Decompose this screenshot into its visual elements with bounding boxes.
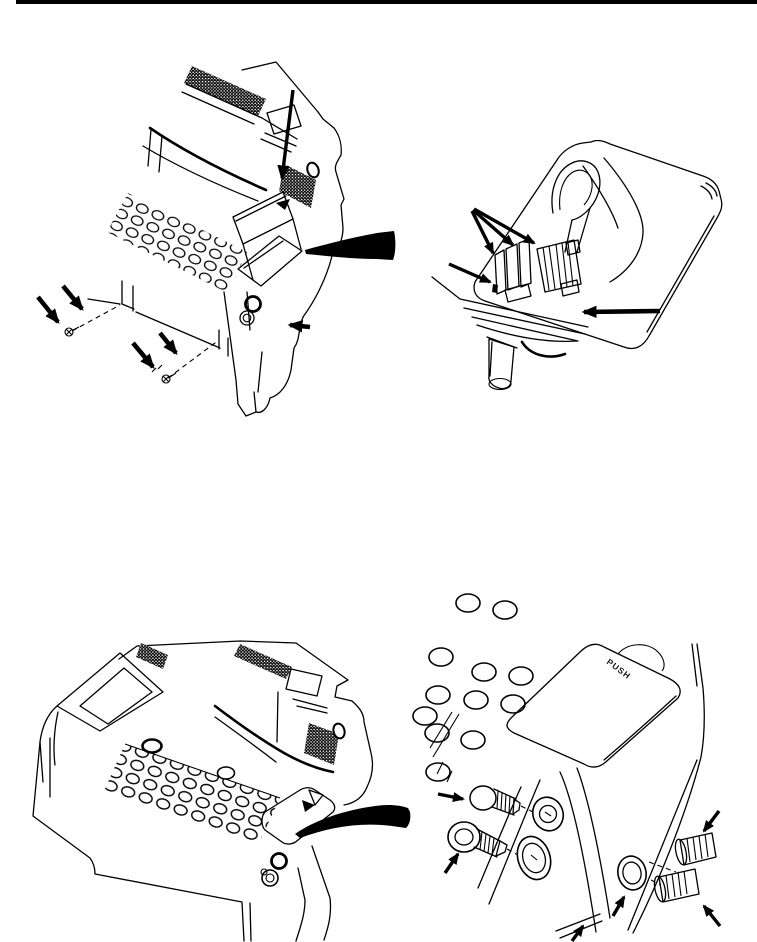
target-mark [492, 284, 498, 293]
cover-inner-curves [582, 157, 644, 283]
connector-boss-bnc [260, 868, 279, 887]
magnify-swoosh-bottom [295, 804, 411, 838]
page-top-rule [16, 0, 757, 4]
pennant-mark [308, 789, 324, 806]
right-edge [343, 700, 374, 806]
figure-cover-detail [431, 139, 723, 391]
callout-arrow-plug-lower [443, 852, 460, 874]
callout-arrow-fan-3 [473, 207, 536, 245]
body-outline [32, 741, 332, 942]
figure-console-rear-view [36, 61, 396, 417]
callout-arrow-plate [581, 305, 661, 319]
perforated-deck [104, 744, 280, 845]
cap-upper [674, 832, 717, 866]
callout-arrow-block [448, 262, 492, 284]
cowl-seam [213, 704, 335, 774]
perforation-holes [412, 593, 534, 782]
leader-caps [648, 861, 677, 886]
cowl-seam-2 [142, 128, 259, 202]
large-hole-2 [216, 766, 236, 780]
callout-arrow-fan-1 [470, 210, 495, 255]
mounting-screw-2 [161, 372, 177, 384]
top-opening [260, 104, 302, 153]
callout-arrow-screw-2b [158, 331, 178, 355]
callout-arrow-bottom-edge [570, 924, 585, 942]
right-edge [627, 643, 705, 934]
top-opening [285, 668, 328, 714]
jack-lower [516, 835, 552, 881]
jack-upper [531, 796, 565, 832]
figure-corner-detail: PUSH [412, 593, 722, 942]
access-panel [261, 787, 336, 845]
plug-upper [469, 785, 521, 816]
magnify-swoosh-top [305, 231, 396, 260]
connector-boss-bnc [239, 310, 255, 326]
cable-connectors [494, 238, 582, 303]
plug-lower [447, 821, 508, 858]
vent-grille-stipple [184, 66, 266, 116]
jack-right-face [617, 855, 647, 891]
callout-arrow-screw-1a [36, 295, 60, 324]
mounting-screw-1 [64, 326, 80, 337]
leader-lower-plug [506, 848, 519, 856]
figure-console-front-view [32, 640, 411, 942]
callout-arrow-door [277, 89, 295, 181]
connector-boss-ring [244, 295, 262, 313]
console-top-edges [181, 61, 319, 140]
callout-arrow-screw-2a [131, 341, 155, 369]
cover-outline [473, 139, 723, 350]
callout-arrow-side [287, 320, 311, 333]
top-panel [506, 643, 681, 768]
rim-arc [520, 340, 567, 358]
callout-arrow-cap-lower [702, 904, 722, 928]
side-oval-hole [306, 161, 320, 179]
console-leg [223, 255, 333, 417]
callout-arrow-plug-upper [437, 792, 465, 802]
push-label: PUSH [605, 657, 633, 682]
cowl-seam-2 [214, 691, 279, 763]
top-rim [118, 640, 353, 702]
perforated-deck [107, 193, 247, 293]
edge-marks [429, 711, 460, 783]
mounting-tabs [71, 280, 229, 379]
large-hole-1 [141, 738, 163, 754]
connector-boss-ring [270, 852, 288, 870]
side-oval-hole [332, 722, 346, 740]
callout-arrow-cap-upper [702, 809, 721, 833]
vent-stipple-left [136, 643, 168, 669]
cap-lower [653, 868, 700, 903]
callout-arrow-ring [611, 895, 626, 917]
base-strip [431, 276, 589, 342]
callout-arrow-screw-1b [61, 284, 84, 311]
right-profile [317, 111, 345, 257]
knob [486, 336, 518, 391]
access-door [232, 191, 303, 287]
latch-wedge-arrow [302, 800, 315, 812]
corner-ridges [477, 767, 611, 933]
leader-upper-plug [520, 805, 534, 813]
speaker-stipple [304, 723, 339, 765]
callout-arrow-fan-2 [471, 208, 515, 247]
strap-loop [551, 160, 601, 253]
vent-stipple-right [234, 644, 292, 679]
mini-wedge-arrow [276, 199, 290, 210]
